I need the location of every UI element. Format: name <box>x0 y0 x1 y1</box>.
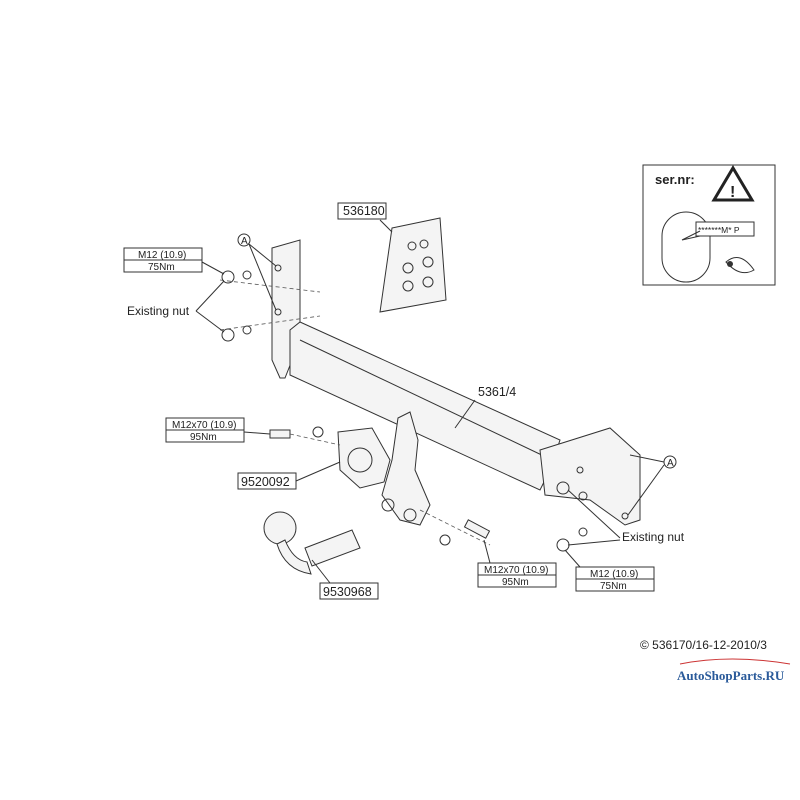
serial-number-box: ser.nr: ! *******M* P <box>642 164 776 286</box>
socket-plate <box>337 427 391 489</box>
center-bolt-spec: M12x70 (10.9) <box>172 420 236 431</box>
lower-bolt-torque: 95Nm <box>502 577 529 588</box>
ref-a-left: A <box>241 236 248 247</box>
center-bracket <box>381 411 431 526</box>
left-existing-nut-label: Existing nut <box>127 304 190 318</box>
warning-icon: ! <box>711 165 755 202</box>
part-label-536180: 536180 <box>343 204 385 218</box>
ref-marker-left <box>237 233 251 247</box>
crossbar <box>289 321 641 552</box>
svg-text:!: ! <box>730 184 735 201</box>
left-bolt-torque: 75Nm <box>148 262 175 273</box>
serial-plate-text: *******M* P <box>698 225 740 235</box>
center-bolt-torque: 95Nm <box>190 432 217 443</box>
right-bolt-torque: 75Nm <box>600 581 627 592</box>
part-label-9520092: 9520092 <box>241 475 290 489</box>
center-bolt <box>269 426 341 446</box>
part-label-9530968: 9530968 <box>323 585 372 599</box>
serial-title: ser.nr: <box>655 172 695 187</box>
ref-a-right: A <box>667 458 674 469</box>
left-bolt-spec: M12 (10.9) <box>138 250 186 261</box>
eye-icon <box>725 257 755 274</box>
watermark-logo: AutoShopParts.RU <box>677 668 785 683</box>
lower-bolt <box>419 509 491 546</box>
part-label-5361-4: 5361/4 <box>478 385 516 399</box>
right-existing-nut-label: Existing nut <box>622 530 685 544</box>
towball <box>263 511 361 575</box>
right-bolt-spec: M12 (10.9) <box>590 569 638 580</box>
copyright-text: © 536170/16-12-2010/3 <box>640 638 767 652</box>
bracket-kit-drawing <box>379 217 447 313</box>
lower-bolt-spec: M12x70 (10.9) <box>484 565 548 576</box>
